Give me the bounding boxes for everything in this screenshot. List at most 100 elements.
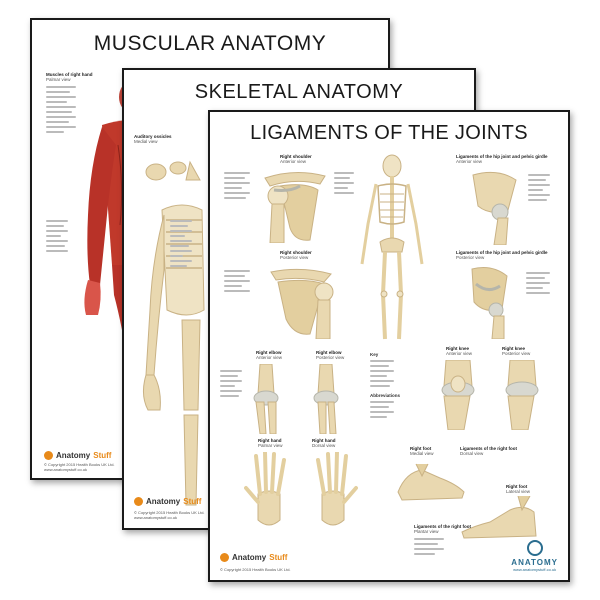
- panel-elbow-anterior-title: Right elbow Anterior view: [256, 350, 282, 360]
- muscular-copyright-2: www.anatomystuff.co.uk: [44, 467, 88, 472]
- skeletal-copyright-2: www.anatomystuff.co.uk: [134, 515, 178, 520]
- panel-foot-dorsal-title: Ligaments of the right foot Dorsal view: [460, 446, 517, 456]
- poster-ligaments-of-the-joints: LIGAMENTS OF THE JOINTS Right shoulder A…: [208, 110, 570, 582]
- muscular-copyright: © Copyright 2015 Health Books UK Ltd. ww…: [44, 462, 115, 472]
- foot-lateral-illustration: [461, 496, 537, 539]
- muscular-panel-title-text: Muscles of right hand: [46, 72, 93, 77]
- elbow-anterior-sub: Anterior view: [256, 355, 283, 360]
- full-skeleton-illustration: [360, 154, 424, 340]
- knee-posterior-illustration: [505, 360, 539, 430]
- poster-title-skeletal: SKELETAL ANATOMY: [194, 81, 404, 103]
- panel-hand-dorsal-title: Right hand Dorsal view: [312, 438, 336, 448]
- elbow-labels-left: [220, 370, 242, 400]
- ligaments-copyright-1: © Copyright 2015 Health Books UK Ltd.: [220, 567, 291, 572]
- elbow-posterior-sub: Posterior view: [316, 355, 345, 360]
- hip-posterior-title: Ligaments of the hip joint and pelvic gi…: [456, 250, 548, 255]
- hip-anterior-labels: [528, 174, 550, 204]
- panel-hip-anterior-title: Ligaments of the hip joint and pelvic gi…: [456, 154, 548, 164]
- muscular-panel-sub-text: Palmar view: [46, 77, 71, 82]
- poster-title-muscular: MUSCULAR ANATOMY: [93, 32, 327, 55]
- shoulder-anterior-labels: [224, 172, 250, 202]
- hand-palmar-title: Right hand: [258, 438, 282, 443]
- legend-key: Key Abbreviations: [370, 352, 400, 421]
- panel-hand-palmar-title: Right hand Palmar view: [258, 438, 283, 448]
- shoulder-posterior-labels: [224, 270, 250, 295]
- ligaments-brand-a: Anatomy: [232, 553, 267, 562]
- muscular-panel-title: Muscles of right hand Palmar view: [46, 72, 93, 82]
- abbreviation-entries: [370, 401, 394, 418]
- hip-posterior-sub: Posterior view: [456, 255, 485, 260]
- ossicles-illustration: [145, 160, 201, 181]
- anatomystuff-logo-icon: [220, 553, 229, 562]
- knee-anterior-sub: Anterior view: [446, 351, 473, 356]
- hand-dorsal-illustration: [316, 452, 358, 526]
- knee-anterior-title: Right knee: [446, 346, 470, 351]
- key-entries: [370, 360, 394, 387]
- muscular-label-list-2: [46, 220, 68, 255]
- panel-foot-medial-title: Right foot Medial view: [410, 446, 434, 456]
- shoulder-anterior-labels-right: [334, 172, 354, 197]
- shoulder-posterior-sub: Posterior view: [280, 255, 309, 260]
- hip-posterior-illustration: [471, 267, 508, 339]
- shoulder-posterior-title: Right shoulder: [280, 250, 312, 255]
- shoulder-anterior-sub: Anterior view: [280, 159, 307, 164]
- shoulder-posterior-illustration: [270, 268, 334, 339]
- knee-posterior-sub: Posterior view: [502, 351, 531, 356]
- abbreviations-title: Abbreviations: [370, 393, 401, 398]
- foot-dorsal-sub: Dorsal view: [460, 451, 484, 456]
- elbow-posterior-title: Right elbow: [316, 350, 342, 355]
- muscular-copyright-1: © Copyright 2015 Health Books UK Ltd.: [44, 462, 115, 467]
- knee-anterior-illustration: [441, 360, 475, 430]
- skeletal-panel-title-text: Auditory ossicles: [134, 134, 172, 139]
- ligaments-copyright: © Copyright 2015 Health Books UK Ltd.: [220, 567, 291, 572]
- skeletal-panel-sub-text: Medial view: [134, 139, 158, 144]
- panel-knee-posterior-title: Right knee Posterior view: [502, 346, 530, 356]
- anatomy-logo-url: www.anatomystuff.co.uk: [513, 567, 557, 572]
- hip-anterior-illustration: [472, 171, 517, 245]
- elbow-anterior-title: Right elbow: [256, 350, 282, 355]
- ligaments-brand-b: Stuff: [269, 553, 288, 562]
- hip-posterior-labels: [526, 272, 550, 297]
- anatomy-logo-block: ANATOMY www.anatomystuff.co.uk: [511, 540, 558, 572]
- panel-foot-lateral-title: Right foot Lateral view: [506, 484, 530, 494]
- panel-shoulder-posterior-title: Right shoulder Posterior view: [280, 250, 312, 260]
- hip-anterior-sub: Anterior view: [456, 159, 483, 164]
- foot-medial-title: Right foot: [410, 446, 432, 451]
- elbow-posterior-illustration: [313, 364, 339, 434]
- foot-plantar-labels: [414, 538, 444, 558]
- muscular-label-list: [46, 86, 76, 136]
- anatomystuff-logo-icon: [44, 451, 53, 460]
- hand-palmar-sub: Palmar view: [258, 443, 283, 448]
- shoulder-anterior-title: Right shoulder: [280, 154, 312, 159]
- skeletal-copyright-1: © Copyright 2015 Health Books UK Ltd.: [134, 510, 205, 515]
- foot-plantar-sub: Plantar view: [414, 529, 439, 534]
- hand-palmar-illustration: [244, 452, 286, 526]
- foot-medial-illustration: [397, 463, 465, 501]
- foot-lateral-title: Right foot: [506, 484, 528, 489]
- panel-elbow-posterior-title: Right elbow Posterior view: [316, 350, 344, 360]
- anatomy-logo-icon: [526, 540, 543, 556]
- anatomystuff-logo-icon: [134, 497, 143, 506]
- skeletal-copyright: © Copyright 2015 Health Books UK Ltd. ww…: [134, 510, 205, 520]
- skeletal-brand-b: Stuff: [183, 497, 202, 506]
- elbow-anterior-illustration: [253, 364, 279, 434]
- foot-plantar-title: Ligaments of the right foot: [414, 524, 471, 529]
- skeletal-labels-left: [170, 220, 192, 270]
- panel-knee-anterior-title: Right knee Anterior view: [446, 346, 472, 356]
- muscular-brand-b: Stuff: [93, 451, 112, 460]
- shoulder-anterior-illustration: [264, 172, 326, 243]
- panel-foot-plantar-title: Ligaments of the right foot Plantar view: [414, 524, 471, 534]
- foot-dorsal-title: Ligaments of the right foot: [460, 446, 517, 451]
- skeletal-brand-a: Anatomy: [146, 497, 181, 506]
- panel-hip-posterior-title: Ligaments of the hip joint and pelvic gi…: [456, 250, 548, 260]
- poster-title-ligaments: LIGAMENTS OF THE JOINTS: [250, 122, 528, 144]
- hand-dorsal-sub: Dorsal view: [312, 443, 336, 448]
- foot-lateral-sub: Lateral view: [506, 489, 531, 494]
- hip-anterior-title: Ligaments of the hip joint and pelvic gi…: [456, 154, 548, 159]
- foot-medial-sub: Medial view: [410, 451, 434, 456]
- panel-shoulder-anterior-title: Right shoulder Anterior view: [280, 154, 312, 164]
- knee-posterior-title: Right knee: [502, 346, 526, 351]
